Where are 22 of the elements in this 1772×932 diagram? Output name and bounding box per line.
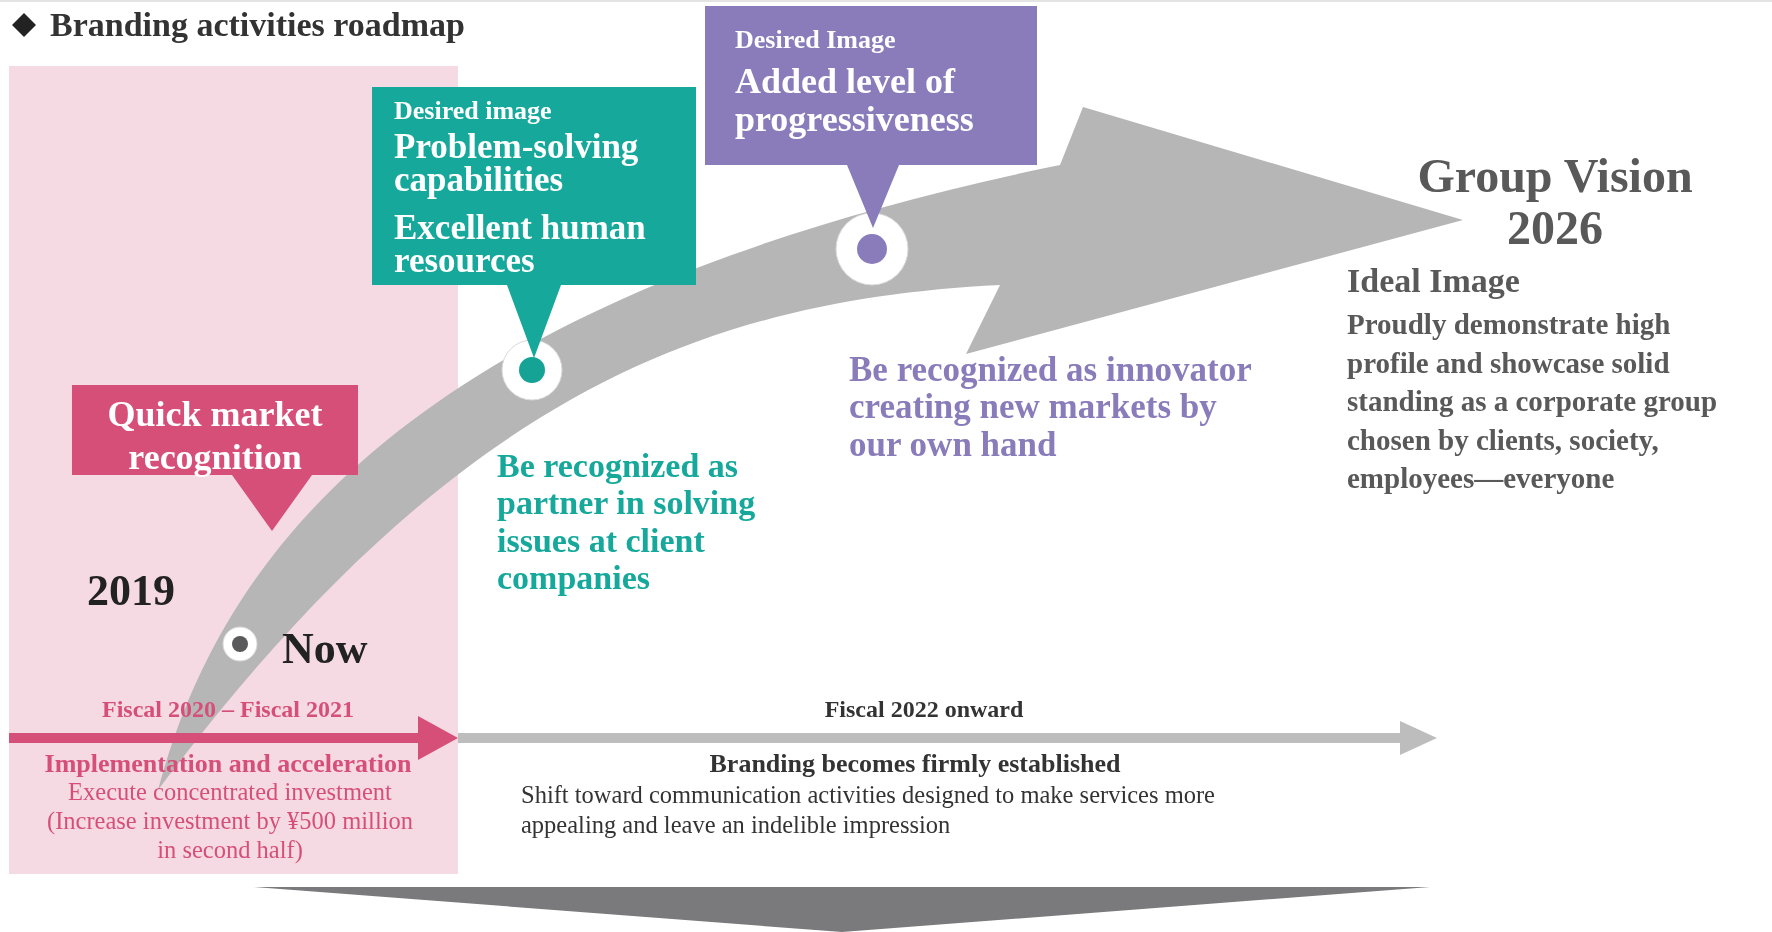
callout-text: Excellent human resources (394, 210, 647, 278)
milestone-label: Now (282, 626, 369, 673)
section-heading: Ideal Image (1347, 263, 1521, 299)
phase-description: Shift toward communication activities designed to make services more appealing and leave an indelible impression (521, 780, 1216, 840)
vision-heading: Group Vision 2026 (1416, 150, 1694, 254)
callout-text: Added level of progressiveness (735, 63, 975, 139)
vision-description: Proudly demonstrate high profile and showcase solid standing as a corporate group chosen by clients, society, employees—everyone (1347, 307, 1719, 497)
callout-heading: Desired image (394, 95, 553, 127)
phase-heading: Implementation and acceleration (43, 750, 413, 778)
callout-text: Problem-solving capabilities (394, 130, 640, 197)
speech-callout (705, 6, 1037, 228)
speech-callout (72, 385, 358, 531)
phase-heading: Branding becomes firmly established (708, 750, 1122, 778)
year-label: 2019 (87, 568, 176, 615)
goal-statement: Be recognized as partner in solving issues at client companies (497, 447, 757, 597)
callout-heading: Desired Image (735, 24, 897, 56)
title: Branding activities roadmap (50, 6, 465, 44)
phase-description: Execute concentrated investment (Increase investment by ¥500 million in second half) (45, 778, 415, 865)
period-label: Fiscal 2022 onward (823, 697, 1025, 723)
goal-statement: Be recognized as innovator creating new markets by our own hand (849, 351, 1253, 464)
callout-text: Quick market recognition (106, 393, 324, 480)
speech-callout (372, 87, 696, 358)
